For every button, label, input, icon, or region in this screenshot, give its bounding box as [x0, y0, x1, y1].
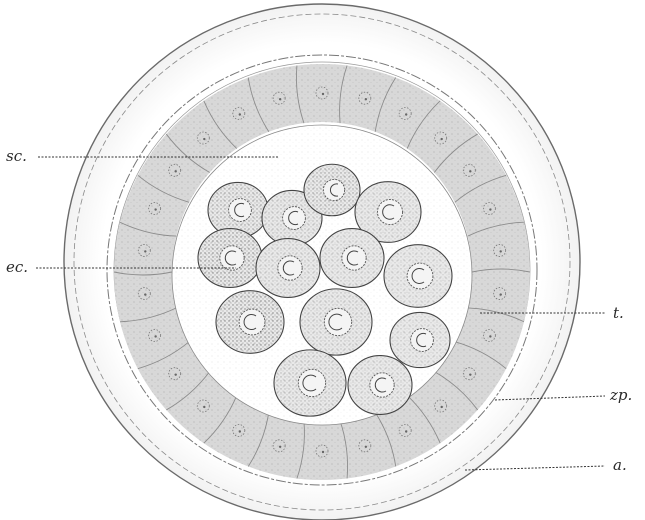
embryonic-cell: [304, 164, 360, 216]
embryonic-cell: [390, 312, 450, 367]
label-ec: ec.: [6, 258, 28, 276]
embryonic-cell: [274, 350, 346, 416]
embryonic-cell: [256, 239, 320, 298]
label-sc: sc.: [6, 147, 27, 165]
embryonic-cell: [216, 291, 284, 354]
label-a: a.: [613, 456, 627, 474]
embryonic-cell: [384, 245, 452, 308]
label-t: t.: [613, 304, 624, 322]
embryonic-cell: [320, 229, 384, 288]
leader-line-a: [465, 466, 605, 470]
embryonic-cell: [348, 356, 412, 415]
embryonic-cell: [198, 229, 262, 288]
embryonic-cell: [300, 289, 372, 355]
label-zp: zp.: [609, 386, 632, 404]
